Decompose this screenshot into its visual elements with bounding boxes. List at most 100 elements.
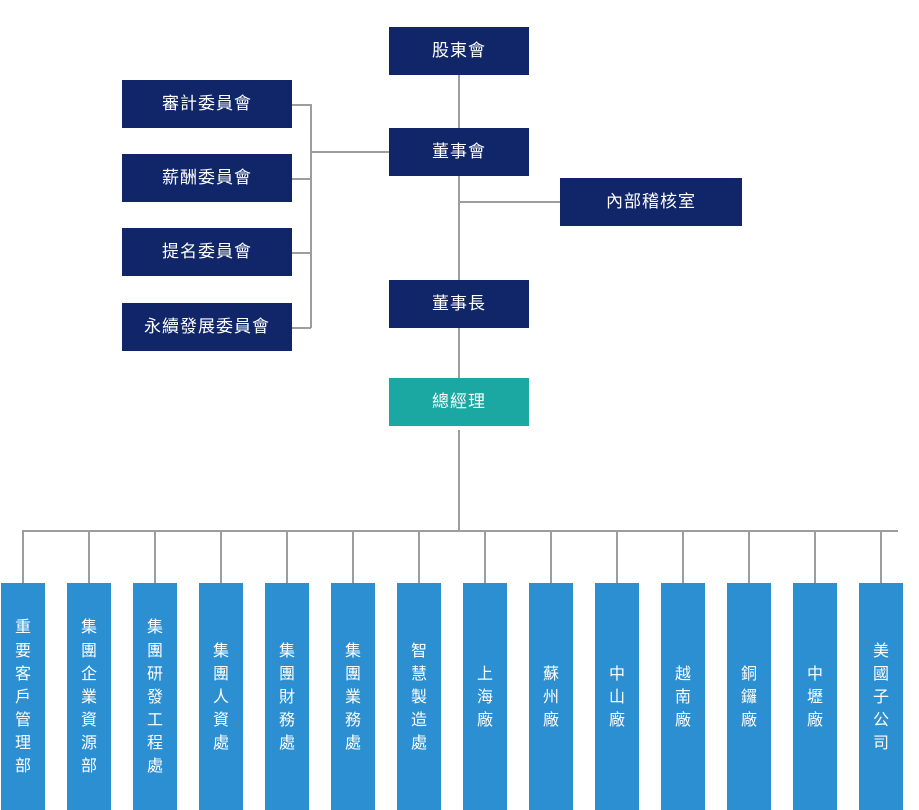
department-label-char: 中 [608,663,625,683]
connector-department-drop [550,530,552,583]
node-department[interactable]: 美國子公司 [859,583,903,810]
connector-committee-4 [292,327,311,329]
department-label: 重要客戶管理部 [15,615,31,777]
connector-chairman-gm [458,328,460,378]
department-label-char: 廠 [740,710,757,730]
node-department[interactable]: 集團財務處 [265,583,309,810]
department-label: 集團業務處 [345,639,361,755]
connector-department-drop [484,530,486,583]
department-label-char: 業 [344,686,361,706]
node-chairman[interactable]: 董事長 [389,280,529,328]
department-label-char: 處 [278,733,295,753]
node-department[interactable]: 集團研發工程處 [133,583,177,810]
department-label-char: 司 [872,733,889,753]
department-label: 蘇州廠 [543,662,559,732]
connector-board-audit [458,201,560,203]
connector-department-drop [616,530,618,583]
department-label-char: 處 [410,733,427,753]
department-label-char: 中 [806,663,823,683]
department-label-char: 慧 [410,663,427,683]
department-label-char: 公 [872,710,889,730]
department-label-char: 財 [278,686,295,706]
department-label-char: 客 [14,663,31,683]
connector-department-drop [154,530,156,583]
department-label-char: 廠 [476,710,493,730]
department-label: 集團企業資源部 [81,615,97,777]
department-label-char: 業 [80,686,97,706]
node-department[interactable]: 中山廠 [595,583,639,810]
department-label-char: 山 [608,686,625,706]
node-general-manager[interactable]: 總經理 [389,378,529,426]
department-label-char: 造 [410,710,427,730]
department-label-char: 集 [344,640,361,660]
department-label: 中壢廠 [807,662,823,732]
node-department[interactable]: 重要客戶管理部 [1,583,45,810]
node-department[interactable]: 銅鑼廠 [727,583,771,810]
department-label-char: 越 [674,663,691,683]
node-department[interactable]: 智慧製造處 [397,583,441,810]
department-label-char: 團 [212,663,229,683]
department-label-char: 發 [146,686,163,706]
node-committee-audit[interactable]: 審計委員會 [122,80,292,128]
department-label-char: 資 [212,710,229,730]
node-department[interactable]: 越南廠 [661,583,705,810]
node-board-of-directors[interactable]: 董事會 [389,128,529,176]
department-label-char: 海 [476,686,493,706]
department-label-char: 團 [146,640,163,660]
department-label-char: 蘇 [542,663,559,683]
node-committee-nomination[interactable]: 提名委員會 [122,228,292,276]
connector-department-drop [748,530,750,583]
department-label: 集團人資處 [213,639,229,755]
department-label-char: 程 [146,733,163,753]
node-committee-compensation[interactable]: 薪酬委員會 [122,154,292,202]
department-label-char: 源 [80,733,97,753]
node-shareholders-meeting[interactable]: 股東會 [389,27,529,75]
department-label-char: 製 [410,686,427,706]
connector-department-drop [88,530,90,583]
connector-gm-trunk [458,430,460,530]
department-label-char: 務 [278,710,295,730]
node-committee-sustainability[interactable]: 永續發展委員會 [122,303,292,351]
department-label: 越南廠 [675,662,691,732]
connector-committee-1 [292,104,311,106]
connector-department-drop [418,530,420,583]
department-label-char: 廠 [674,710,691,730]
department-label-char: 務 [344,710,361,730]
department-label-char: 處 [212,733,229,753]
connector-department-drop [352,530,354,583]
department-label-char: 研 [146,663,163,683]
node-department[interactable]: 集團企業資源部 [67,583,111,810]
department-label: 智慧製造處 [411,639,427,755]
department-label-char: 智 [410,640,427,660]
connector-department-drop [22,530,24,583]
connector-committee-board [310,151,389,153]
department-label: 美國子公司 [873,639,889,755]
node-department[interactable]: 上海廠 [463,583,507,810]
node-internal-audit-office[interactable]: 內部稽核室 [560,178,742,226]
node-department[interactable]: 集團業務處 [331,583,375,810]
department-label-char: 團 [344,663,361,683]
connector-department-drop [682,530,684,583]
department-label-char: 集 [146,617,163,637]
department-label: 集團研發工程處 [147,615,163,777]
department-label-char: 集 [278,640,295,660]
department-label-char: 企 [80,663,97,683]
department-label-char: 要 [14,640,31,660]
department-label-char: 重 [14,617,31,637]
department-label-char: 子 [872,686,889,706]
node-department[interactable]: 蘇州廠 [529,583,573,810]
connector-department-drop [814,530,816,583]
department-label-char: 南 [674,686,691,706]
department-label-char: 處 [344,733,361,753]
department-label-char: 上 [476,663,493,683]
node-department[interactable]: 集團人資處 [199,583,243,810]
connector-committee-bus [310,104,312,328]
department-label-char: 團 [278,663,295,683]
department-label-char: 廠 [806,710,823,730]
department-label-char: 壢 [806,686,823,706]
connector-department-bus [22,530,898,532]
connector-board-chairman [458,176,460,280]
node-department[interactable]: 中壢廠 [793,583,837,810]
department-label: 上海廠 [477,662,493,732]
